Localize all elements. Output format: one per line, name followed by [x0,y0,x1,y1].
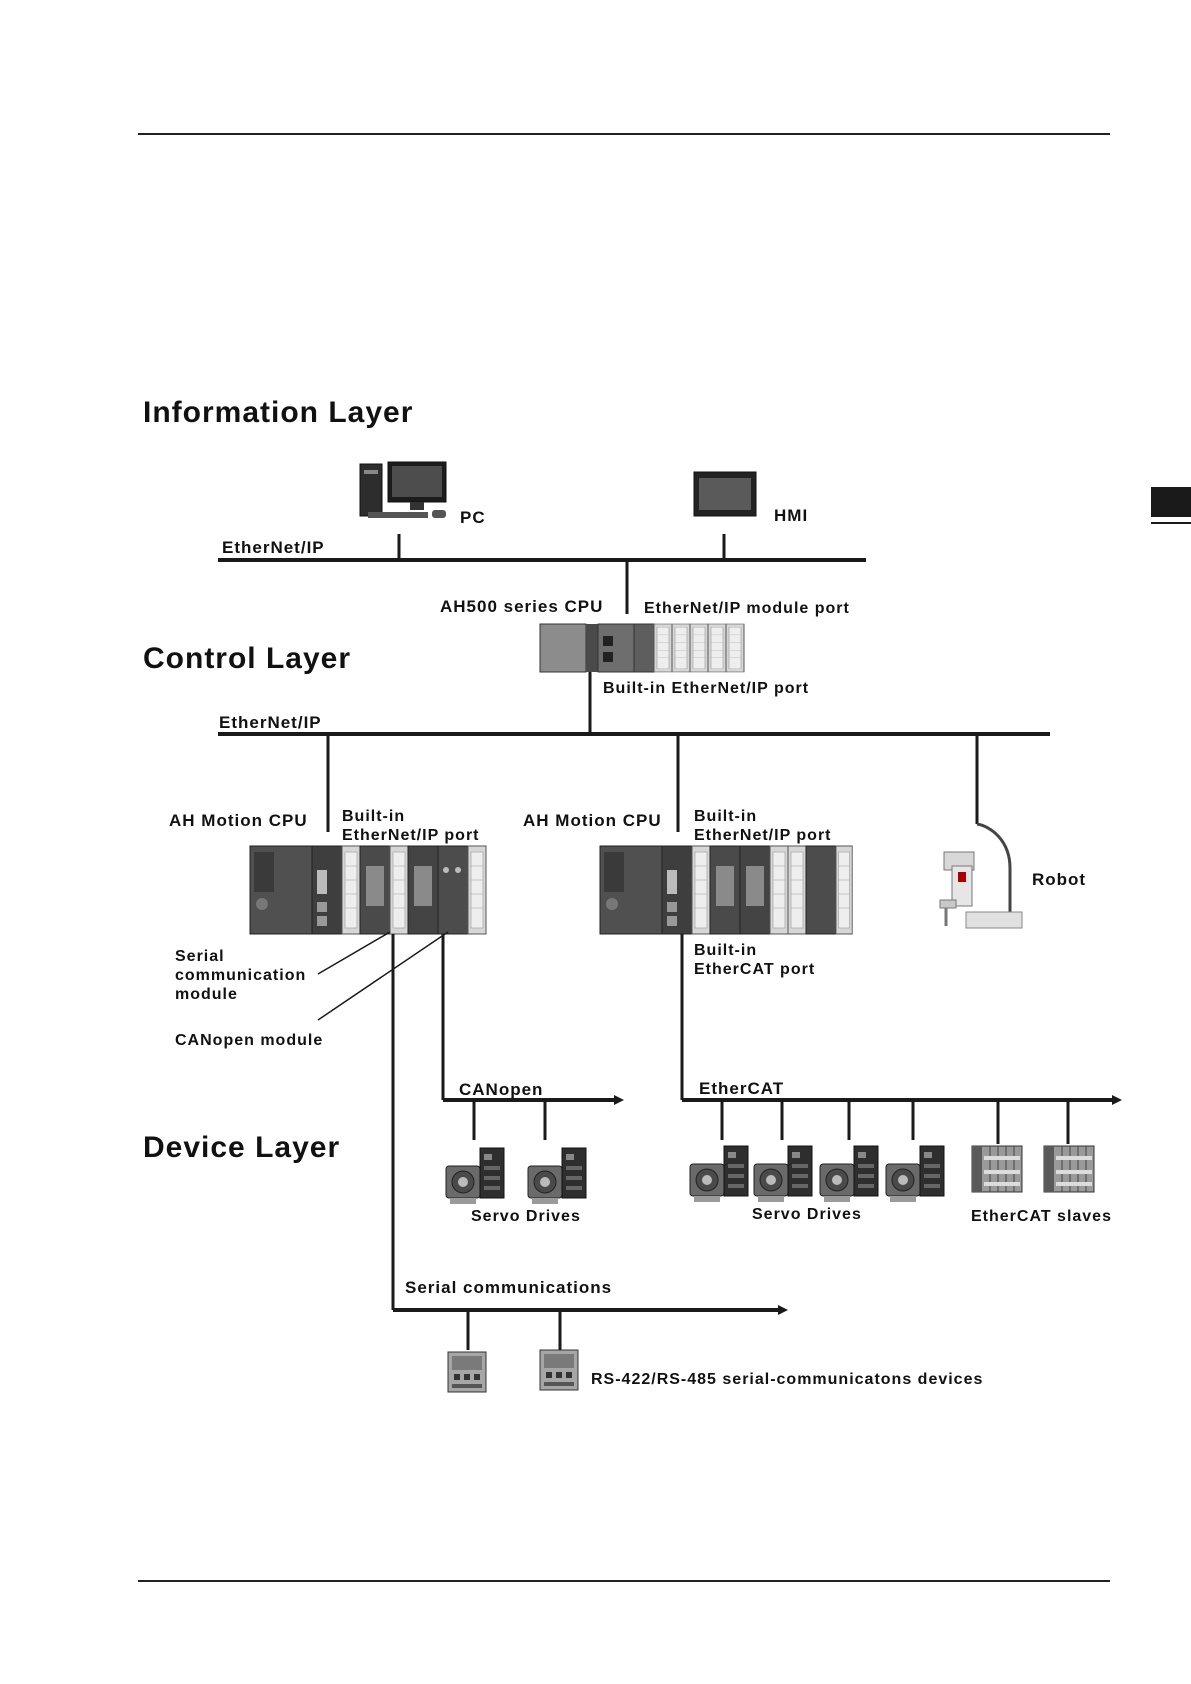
builtin-right-line1: Built-in [694,808,758,825]
pc-label: PC [460,508,486,527]
servo-drive-icon [819,1145,879,1203]
control-layer-title: Control Layer [143,642,352,675]
servo-drives-right-label: Servo Drives [752,1206,862,1223]
servo-drive-icon [885,1145,945,1203]
rs-devices-label: RS-422/RS-485 serial-communicatons devic… [591,1371,984,1388]
hmi-icon [693,471,757,517]
chapter-tab-underline [1151,522,1191,524]
footer-rule [138,1580,1110,1582]
canopen-label: CANopen [459,1080,544,1099]
serial-communications-label: Serial communications [405,1278,613,1297]
plc-rack-icon [539,623,745,673]
pc-icon [359,461,447,518]
builtin-left-line1: Built-in [342,808,406,825]
serial-device-icon [539,1349,579,1391]
ethernet-ip-module-port-label: EtherNet/IP module port [644,600,850,617]
robot-arm-icon [939,822,1023,929]
servo-drive-icon [689,1145,749,1203]
servo-drives-left-label: Servo Drives [471,1208,581,1225]
ah500-cpu-label: AH500 series CPU [440,597,604,616]
chapter-tab-marker [1151,487,1191,517]
ethercat-label: EtherCAT [699,1079,785,1098]
ah-motion-cpu-left-label: AH Motion CPU [169,811,308,830]
builtin-ethercat-line1: Built-in [694,942,758,959]
servo-drive-icon [753,1145,813,1203]
plc-rack-icon [599,845,853,935]
ethernet-ip-control-label: EtherNet/IP [219,713,322,732]
hmi-label: HMI [774,506,809,525]
servo-drive-icon [527,1147,587,1205]
header-rule [138,133,1110,135]
ethernet-ip-top-label: EtherNet/IP [222,538,325,557]
device-layer-title: Device Layer [143,1131,341,1164]
robot-label: Robot [1032,870,1087,889]
serial-module-line3: module [175,986,238,1003]
builtin-left-line2: EtherNet/IP port [342,827,480,844]
builtin-ethercat-line2: EtherCAT port [694,961,816,978]
plc-rack-icon [249,845,487,935]
ethercat-slaves-label: EtherCAT slaves [971,1208,1112,1225]
canopen-module-label: CANopen module [175,1032,324,1049]
builtin-right-line2: EtherNet/IP port [694,827,832,844]
ethercat-slave-icon [1043,1145,1095,1193]
serial-module-line2: communication [175,967,307,984]
ethercat-slave-icon [971,1145,1023,1193]
serial-device-icon [447,1351,487,1393]
serial-module-line1: Serial [175,948,225,965]
servo-drive-icon [445,1147,505,1205]
information-layer-title: Information Layer [143,396,414,429]
ah-motion-cpu-right-label: AH Motion CPU [523,811,662,830]
builtin-ethernet-ip-port-label: Built-in EtherNet/IP port [603,680,810,697]
